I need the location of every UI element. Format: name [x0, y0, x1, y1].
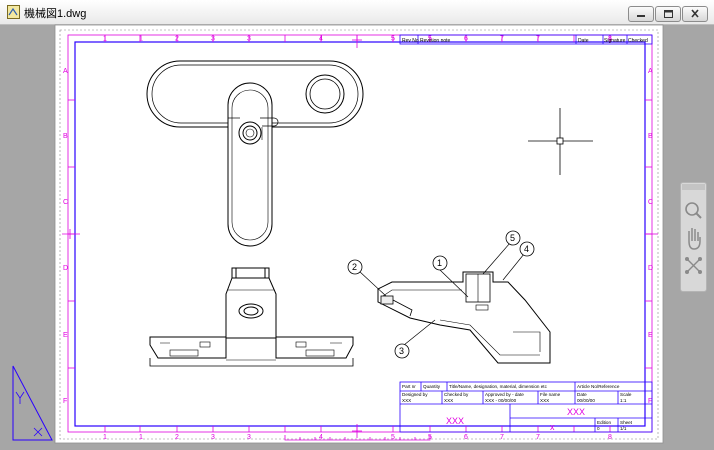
file-name-value: XXX [540, 398, 549, 403]
owner-text: XXX [446, 416, 464, 426]
col-label-bottom: 1 [103, 434, 107, 441]
row-label-left: D [63, 265, 68, 272]
balloon-label: 2 [352, 262, 357, 272]
drawing-title-text: XXX [567, 407, 585, 417]
checked-by-value: XXX [444, 398, 453, 403]
revision-header-checked: Checked [628, 38, 648, 44]
zoom-icon[interactable] [685, 202, 702, 219]
app-icon [7, 5, 20, 19]
title-bar[interactable]: 機械図1.dwg [0, 0, 714, 25]
col-label-top: 5 [428, 36, 432, 43]
maximize-icon [664, 10, 673, 18]
row-label-right: F [648, 398, 652, 405]
part-section-view [377, 271, 551, 364]
col-label-top: 7 [500, 36, 504, 43]
window-title: 機械図1.dwg [24, 8, 87, 20]
col-label-top: 2 [175, 36, 179, 43]
balloon-label: 1 [437, 258, 442, 268]
col-label-top: 6 [464, 36, 468, 43]
balloons: 1 2 3 4 5 [347, 230, 535, 359]
designed-by-value: XXX [402, 398, 411, 403]
parts-header-partnr: Part nr [402, 384, 416, 389]
drawing-number-text: x [550, 422, 555, 432]
row-label-left: B [63, 133, 68, 140]
scale-value: 1:1 [620, 398, 627, 403]
row-label-right: D [648, 265, 653, 272]
edition-label: Edition [597, 420, 611, 425]
orbit-icon[interactable] [685, 257, 702, 274]
approved-by-label: Approved by - date [485, 392, 524, 397]
drawing-canvas[interactable]: 1 1 2 3 3 4 5 5 6 7 7 8 1 1 2 3 3 4 5 5 [0, 24, 714, 450]
designed-by-label: Designed by [402, 392, 428, 397]
row-label-right: C [648, 199, 653, 206]
close-icon [691, 9, 699, 18]
balloon-label: 3 [399, 346, 404, 356]
col-label-bottom: 6 [464, 434, 468, 441]
sheet-value: 1/1 [620, 426, 627, 431]
paper-sheet [54, 24, 664, 444]
col-label-bottom: 4 [319, 434, 323, 441]
approved-by-value: XXX - 00/00/00 [485, 398, 517, 403]
date-label: Date [577, 392, 587, 397]
row-label-left: A [63, 68, 68, 75]
pan-hand-icon[interactable] [688, 228, 701, 250]
scale-label: Scale [620, 392, 632, 397]
col-label-top: 1 [103, 36, 107, 43]
col-label-top: 3 [211, 36, 215, 43]
navigation-toolbar [680, 182, 707, 292]
row-label-left: E [63, 332, 68, 339]
maximize-button[interactable] [655, 6, 681, 22]
col-label-bottom: 3 [247, 434, 251, 441]
file-name-label: File name [540, 392, 561, 397]
part-top-view [146, 60, 364, 247]
row-label-right: A [648, 68, 653, 75]
row-label-left: F [63, 398, 67, 405]
row-label-right: E [648, 332, 653, 339]
balloon-label: 5 [510, 233, 515, 243]
title-block [399, 381, 653, 433]
crosshair-cursor-icon [528, 108, 593, 175]
revision-header-date: Date [578, 38, 589, 44]
revision-table [399, 34, 653, 45]
balloon-label: 4 [524, 244, 529, 254]
balloon-leaders [358, 242, 525, 346]
edition-value: 0 [597, 426, 600, 431]
drawing-frame-outer [67, 34, 653, 433]
close-button[interactable] [682, 6, 708, 22]
date-value: 00/00/00 [577, 398, 595, 403]
row-label-left: C [63, 199, 68, 206]
col-label-top: 4 [319, 36, 323, 43]
col-label-bottom: 3 [211, 434, 215, 441]
sheet-label: Sheet [620, 420, 633, 425]
col-label-bottom: 5 [391, 434, 395, 441]
ucs-icon [12, 365, 53, 441]
parts-header-title: Title/Name, designation, material, dimen… [449, 384, 548, 389]
part-front-view [149, 267, 354, 367]
centering-marks [62, 35, 658, 441]
col-label-top: 7 [536, 36, 540, 43]
revision-header-signature: Signature [604, 38, 626, 44]
parts-header-article: Article No/Reference [577, 384, 620, 389]
col-label-bottom: 2 [175, 434, 179, 441]
parts-header-quantity: Quantity [423, 384, 441, 389]
col-label-top: 3 [247, 36, 251, 43]
printable-area [59, 29, 659, 440]
minimize-icon [637, 15, 645, 17]
row-label-right: B [648, 133, 653, 140]
checked-by-label: Checked by [444, 392, 469, 397]
revision-header-revno: Rev No [402, 38, 419, 44]
col-label-bottom: 1 [139, 434, 143, 441]
col-label-bottom: 7 [500, 434, 504, 441]
col-label-top: 1 [139, 36, 143, 43]
revision-header-note: Revision note [420, 38, 451, 44]
col-label-bottom: 8 [608, 434, 612, 441]
col-label-top: 8 [608, 36, 612, 43]
col-label-top: 5 [391, 36, 395, 43]
col-label-bottom: 7 [536, 434, 540, 441]
minimize-button[interactable] [628, 6, 654, 22]
